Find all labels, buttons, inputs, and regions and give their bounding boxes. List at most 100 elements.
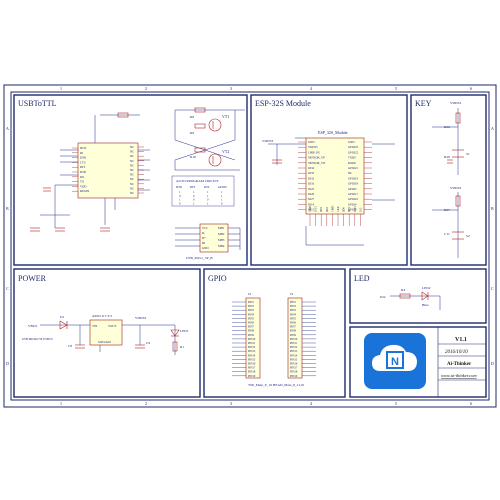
usb-connector-pin: GND <box>202 246 209 250</box>
title-version: V1.1 <box>455 337 467 343</box>
usb-passives <box>30 107 206 232</box>
gpio-left-pin: PIN2 <box>248 305 255 308</box>
gpio-right-pin: PIN8 <box>290 330 297 333</box>
transistor-vt1-label: VT1 <box>222 114 229 119</box>
usb-chip-pin-left: TX <box>80 180 85 184</box>
title-company: Ai-Thinker <box>447 362 472 367</box>
auto-program-cell: 1 <box>207 190 209 194</box>
gpio-left-pin: PIN6 <box>248 322 255 325</box>
auto-program-cell: 0 <box>193 194 195 198</box>
gpio-right-pin: PIN12 <box>290 346 298 349</box>
usb-connector-pin: D- <box>202 231 205 235</box>
usb-chip-pin-right: NC <box>130 182 134 186</box>
esp-panel <box>250 94 408 266</box>
esp-pin-right: GPIO16 <box>348 197 359 201</box>
gpio-left-pin: PIN10 <box>248 338 256 341</box>
power-led <box>170 329 180 352</box>
column-marker-top: 4 <box>310 86 312 91</box>
gpio-right-pin: PIN11 <box>290 342 298 345</box>
column-marker-bottom: 3 <box>230 401 232 406</box>
esp-pin-bottom: GND <box>309 206 312 212</box>
key-vdd-label-bottom: VDD33 <box>450 186 461 190</box>
gpio-left-pin: PIN14 <box>248 354 256 357</box>
esp-pin-right: GPIO19 <box>348 176 359 180</box>
gpio-right-pin: PIN1 <box>290 301 297 304</box>
power-wires <box>40 324 176 355</box>
inner-frame <box>10 91 490 401</box>
esp-module-label: ESP_32S_Module <box>318 130 348 135</box>
usb-chip-pin-left: DSR <box>80 156 86 160</box>
auto-program-cell: 1 <box>221 190 223 194</box>
gpio-right-pin: PIN5 <box>290 317 297 320</box>
gpio-left-pin: PIN12 <box>248 346 256 349</box>
gpio-left-pin: PIN18 <box>248 371 256 374</box>
ldo-pin-gnd: GND/ADJ <box>98 340 112 344</box>
row-marker-left: D <box>6 361 9 366</box>
esp-pin-bottom: IO2 <box>359 207 362 212</box>
title-date: 2016/10/10 <box>445 350 468 355</box>
auto-program-header: DTR <box>176 185 182 189</box>
esp-pin-left: IO35 <box>308 171 315 175</box>
gpio-right-pin: PIN14 <box>290 354 298 357</box>
gpio-left-pin: PIN1 <box>248 301 255 304</box>
gpio-right-pin: PIN10 <box>290 338 298 341</box>
key-part-c11: C11 <box>444 232 450 236</box>
esp-pin-left: IO32 <box>308 176 315 180</box>
led-resistor-label: R4 <box>401 288 405 292</box>
gpio-left-pin: PIN5 <box>248 317 255 320</box>
key-part-r28: R28 <box>444 155 450 159</box>
usb-chip-pin-left: RI <box>80 151 83 155</box>
key-part-r27: R27 <box>444 208 450 212</box>
esp-pin-right: RXD0 <box>348 161 356 165</box>
power-led-label: LED1 <box>180 329 189 333</box>
ldo-regulator: AMS1117-3.3 VIN VOUT GND/ADJ <box>89 314 123 346</box>
esp-pin-left: GND <box>308 140 315 144</box>
led-net-label: IO2 <box>380 295 386 299</box>
gpio-right-pin: PIN7 <box>290 326 297 329</box>
led-led-label: LED2 <box>422 286 431 290</box>
gpio-right-pin: PIN13 <box>290 350 298 353</box>
usb-chip-pin-left: RTS <box>80 165 86 169</box>
esp-pin-right: GPIO22 <box>348 150 359 154</box>
esp-pin-right: GPIO17 <box>348 192 359 196</box>
auto-program-header: RTS <box>190 185 196 189</box>
power-resistor-label: R1 <box>180 345 184 349</box>
esp-pin-left: IO14 <box>308 202 315 206</box>
usb-chip-pin-right: NC <box>130 186 134 190</box>
ldo-pin-vout: VOUT <box>108 324 116 328</box>
column-marker-bottom: 5 <box>395 401 397 406</box>
auto-program-cell: 1 <box>193 190 195 194</box>
resistor-r10-label: R10 <box>190 155 196 159</box>
usb-chip-pin-left: CTS <box>80 160 86 164</box>
row-marker-right: A <box>491 126 494 131</box>
key-panel-title: KEY <box>415 99 432 108</box>
power-diode <box>59 320 68 330</box>
power-net-out: VDD33 <box>135 316 146 320</box>
column-marker-top: 3 <box>230 86 232 91</box>
power-cap-c9: C9 <box>146 341 150 345</box>
esp-pin-left: SENSOR_VP <box>308 156 325 160</box>
auto-program-title: AUTO PROGRAM CIRCUIT <box>176 179 220 183</box>
usb-connector-net: MH2 <box>218 232 225 236</box>
gpio-left-pin: PIN15 <box>248 358 256 361</box>
ldo-label: AMS1117-3.3 <box>92 314 112 318</box>
column-marker-top: 6 <box>470 86 472 91</box>
row-marker-left: B <box>6 206 9 211</box>
auto-program-cell: 1 <box>179 198 181 202</box>
gpio-footer: TSP_Male_P_19 HEAD_Male_P_1x19 <box>248 383 304 387</box>
auto-program-cell: 1 <box>207 201 209 205</box>
esp-pin-left: IO27 <box>308 197 315 201</box>
usb-chip-pin-right: NC <box>130 154 134 158</box>
esp-pin-left: CHIP_PU <box>308 150 321 154</box>
usb-chip-pin-right: NC <box>130 168 134 172</box>
row-marker-left: C <box>6 286 9 291</box>
esp32-module: GNDVDD33CHIP_PUSENSOR_VPSENSOR_VNIO34IO3… <box>298 137 372 226</box>
led-color-label: Blue <box>422 303 429 307</box>
esp-pin-bottom: IO13 <box>315 206 318 212</box>
esp-pin-bottom: CLK <box>337 206 340 212</box>
usb-chip-pin-right: NC <box>130 191 134 195</box>
